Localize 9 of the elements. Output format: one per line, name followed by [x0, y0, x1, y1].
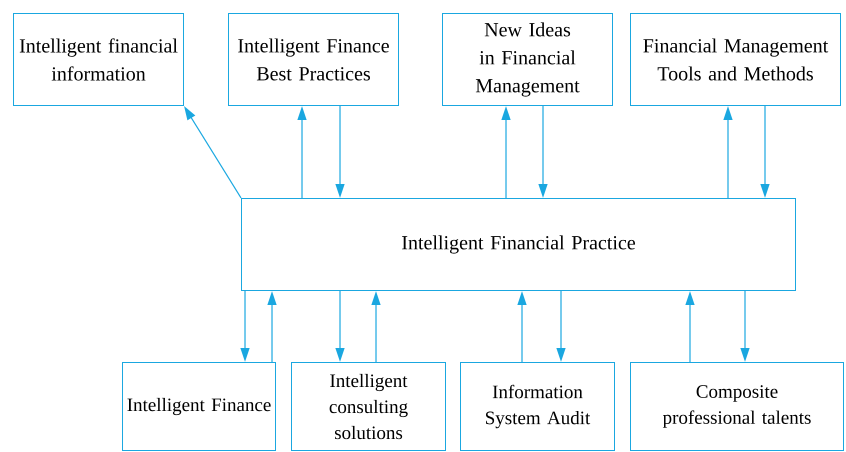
process-box: Composite professional talents — [630, 362, 844, 451]
process-box: Intelligent Finance — [122, 362, 276, 451]
process-box: New Ideas in Financial Management — [442, 13, 613, 106]
process-box: Financial Management Tools and Methods — [630, 13, 841, 106]
central-box: Intelligent Financial Practice — [241, 198, 796, 291]
process-box: Intelligent consulting solutions — [291, 362, 446, 451]
process-box: Intelligent financial information — [13, 13, 184, 106]
process-box: Intelligent Finance Best Practices — [228, 13, 399, 106]
process-box: Information System Audit — [460, 362, 615, 451]
